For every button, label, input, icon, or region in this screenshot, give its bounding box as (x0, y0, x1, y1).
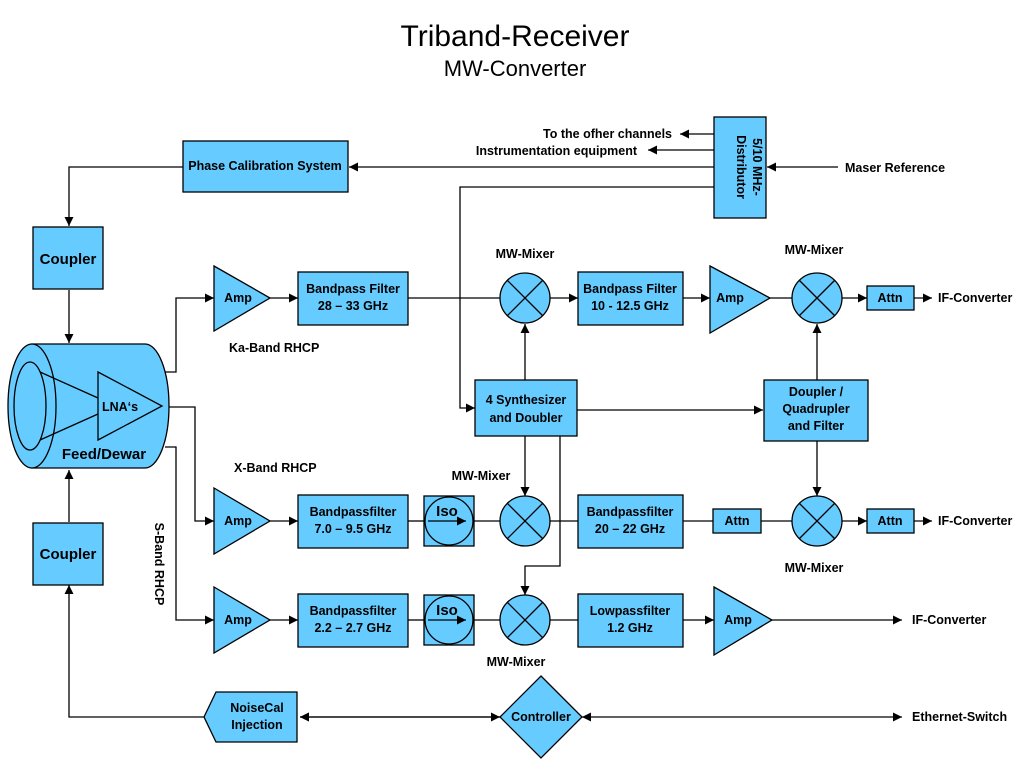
x-bandpass1 (297, 494, 409, 549)
x-bandpass2 (577, 494, 684, 549)
ka-band-label: Ka-Band RHCP (229, 341, 319, 355)
coupler-bottom-label: Coupler (40, 546, 97, 563)
s-isolator: Iso (423, 594, 475, 646)
coupler-top-label: Coupler (40, 251, 97, 268)
s-amp1 (213, 585, 272, 655)
noisecal-line1: NoiseCal (230, 701, 284, 715)
s-bandpass-line2: 2.2 – 2.7 GHz (314, 621, 391, 635)
to-other-channels-label: To the ofher channels (543, 127, 672, 141)
s-bandpass-line1: Bandpassfilter (310, 604, 397, 618)
x-attn2-label: Attn (878, 514, 903, 528)
ka-bandpass2-line1: Bandpass Filter (583, 282, 677, 296)
x-bandpass2-line2: 20 – 22 GHz (595, 522, 665, 536)
ka-attn-label: Attn (878, 291, 903, 305)
x-bandpass2-line1: Bandpassfilter (587, 505, 674, 519)
controller-label: Controller (511, 710, 571, 724)
diagram-title: Triband-Receiver (401, 20, 630, 53)
x-if-converter-label: IF-Converter (938, 514, 1012, 528)
s-if-converter-label: IF-Converter (912, 613, 986, 627)
coupler-bottom-block: Coupler (32, 522, 104, 586)
ka-bandpass1 (297, 271, 409, 326)
s-band-label: S-Band RHCP (152, 523, 166, 606)
x-bandpass1-line1: Bandpassfilter (310, 505, 397, 519)
x-isolator: Iso (423, 495, 475, 547)
s-amp2 (713, 585, 774, 657)
doupler-line1: Doupler / (789, 385, 844, 399)
distributor-block: 5/10 MHz- Distributor (713, 116, 767, 219)
x-bandpass1-line2: 7.0 – 9.5 GHz (314, 522, 391, 536)
phase-calibration-block: Phase Calibration System (182, 140, 349, 193)
x-iso-label: Iso (436, 503, 458, 520)
connection-lines (64, 129, 932, 722)
x-mixer2-label: MW-Mixer (785, 561, 844, 575)
doupler-line3: and Filter (788, 419, 844, 433)
controller-block: Controller (499, 675, 583, 759)
ka-bandpass1-line2: 28 – 33 GHz (318, 299, 388, 313)
x-mixer1-label: MW-Mixer (452, 469, 511, 483)
noisecal-block: NoiseCal Injection (203, 691, 298, 743)
ka-mixer1 (499, 272, 551, 324)
x-mixer1 (499, 495, 551, 547)
s-amp1-label: Amp (224, 613, 252, 627)
x-band-label: X-Band RHCP (234, 461, 317, 475)
synthesizer-line1: 4 Synthesizer (486, 393, 567, 407)
x-attn1-label: Attn (725, 514, 750, 528)
feed-dewar: LNA‘s Feed/Dewar (7, 343, 170, 469)
ka-amp1-label: Amp (224, 291, 252, 305)
ka-if-converter-label: IF-Converter (938, 291, 1012, 305)
x-attn2 (866, 508, 915, 534)
s-iso-label: Iso (436, 602, 458, 619)
instrumentation-label: Instrumentation equipment (476, 144, 638, 158)
s-mixer-label: MW-Mixer (487, 655, 546, 669)
ka-mixer2-label: MW-Mixer (785, 243, 844, 257)
ka-band-chain: Amp Ka-Band RHCP Bandpass Filter 28 – 33… (213, 243, 1012, 355)
coupler-top-block: Coupler (32, 226, 104, 290)
x-amp-label: Amp (224, 514, 252, 528)
ka-bandpass2-line2: 10 - 12.5 GHz (591, 299, 669, 313)
x-amp (213, 486, 272, 556)
s-mixer (499, 594, 551, 646)
s-lowpass-line1: Lowpassfilter (590, 604, 671, 618)
ka-bandpass1-line1: Bandpass Filter (306, 282, 400, 296)
distributor-label-line2: Distributor (734, 135, 748, 199)
synthesizer-block: 4 Synthesizer and Doubler (474, 379, 578, 437)
x-attn1 (712, 508, 762, 534)
ka-mixer2 (791, 272, 843, 324)
noisecal-line2: Injection (231, 718, 282, 732)
diagram-subtitle: MW-Converter (444, 56, 587, 81)
ethernet-switch-label: Ethernet-Switch (912, 710, 1007, 724)
maser-reference-label: Maser Reference (845, 161, 945, 175)
x-mixer2 (791, 495, 843, 547)
phase-calibration-label: Phase Calibration System (188, 159, 342, 173)
doupler-block: Doupler / Quadrupler and Filter (763, 379, 869, 442)
ka-amp2 (709, 264, 772, 335)
doupler-line2: Quadrupler (782, 402, 850, 416)
x-band-chain: X-Band RHCP Amp Bandpassfilter 7.0 – 9.5… (213, 461, 1012, 575)
ka-bandpass2 (577, 271, 684, 326)
ka-amp2-label: Amp (716, 291, 744, 305)
ka-amp1 (213, 264, 272, 333)
s-band-chain: S-Band RHCP Amp Bandpassfilter 2.2 – 2.7… (152, 523, 986, 669)
distributor-label-line1: 5/10 MHz- (750, 138, 764, 196)
lna-label: LNA‘s (102, 400, 138, 414)
synthesizer-line2: and Doubler (490, 411, 563, 425)
ka-attn (866, 285, 915, 311)
s-lowpass-line2: 1.2 GHz (607, 621, 653, 635)
s-lowpass (577, 593, 684, 648)
ka-mixer1-label: MW-Mixer (496, 247, 555, 261)
s-bandpass (297, 593, 409, 648)
lna-triangle (97, 370, 164, 442)
feed-dewar-label: Feed/Dewar (62, 446, 146, 463)
s-amp2-label: Amp (724, 613, 752, 627)
